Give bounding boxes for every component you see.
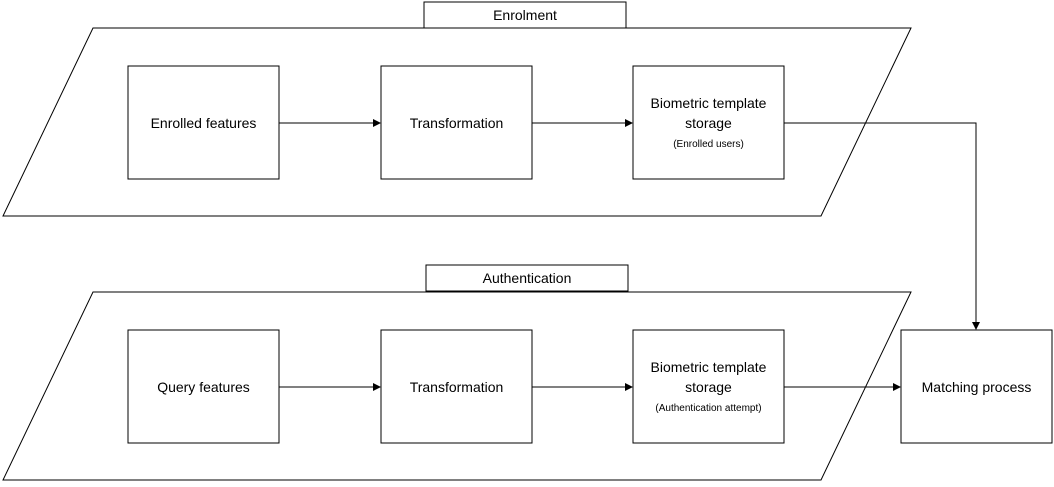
connectors: [279, 119, 980, 391]
arrowhead-query-to-transformation: [373, 383, 381, 391]
arrowhead-transformation-to-storage-authentication: [625, 383, 633, 391]
authentication-storage-label-line1: Biometric template: [651, 359, 767, 375]
enrolment-storage-box: [632, 65, 785, 180]
enrolment-transformation-label: Transformation: [410, 115, 504, 131]
arrow-enrolment-storage-to-matching: [784, 122, 977, 322]
matching-process-label: Matching process: [922, 379, 1032, 395]
enrolment-storage-label-line2: storage: [685, 115, 732, 131]
arrowhead-enrolment-storage-to-matching: [972, 322, 980, 330]
enrolment-title: Enrolment: [493, 7, 557, 23]
enrolment-storage-label-line1: Biometric template: [651, 95, 767, 111]
enrolment-storage-note: (Enrolled users): [673, 139, 744, 150]
query-features-label: Query features: [157, 379, 250, 395]
enrolment-section: Enrolment Enrolled features Transformati…: [2, 1, 912, 217]
arrowhead-enrolled-to-transformation: [373, 119, 381, 127]
arrowhead-authentication-storage-to-matching: [893, 383, 901, 391]
enrolment-title-box: [423, 1, 627, 29]
authentication-transformation-label: Transformation: [410, 379, 504, 395]
authentication-storage-label-line2: storage: [685, 379, 732, 395]
authentication-section: Authentication Query features Transforma…: [2, 264, 912, 481]
authentication-storage-box: [632, 329, 785, 444]
enrolment-transformation-box: [380, 65, 533, 180]
authentication-title: Authentication: [483, 270, 572, 286]
authentication-transformation-box: [380, 329, 533, 444]
authentication-title-box: [425, 264, 629, 292]
enrolled-features-box: [127, 65, 280, 180]
authentication-storage-note: (Authentication attempt): [655, 403, 761, 414]
enrolled-features-label: Enrolled features: [151, 115, 257, 131]
arrowhead-transformation-to-storage-enrolment: [625, 119, 633, 127]
matching-process-box: [900, 329, 1053, 444]
